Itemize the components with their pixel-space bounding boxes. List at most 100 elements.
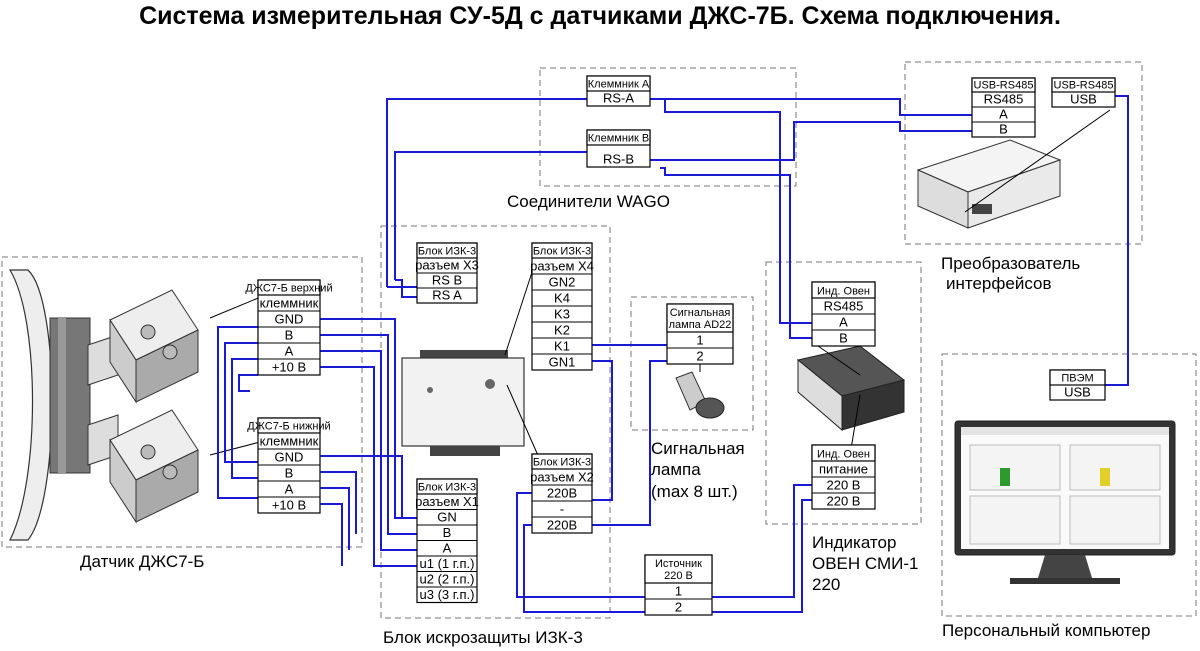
terminal-header-lamp-1: лампа AD22 xyxy=(669,319,732,331)
terminal-row-izkX2-3: 220В xyxy=(547,518,577,533)
indicator-frame xyxy=(765,261,922,525)
terminal-row-usb485a-2: B xyxy=(999,122,1008,137)
indicator-caption-3: 220 xyxy=(812,575,840,594)
sensor-frame xyxy=(1,256,363,548)
terminal-row-djsTop-3: A xyxy=(285,344,294,359)
terminal-row-izkX2-0: разъем Х2 xyxy=(530,470,594,485)
terminal-row-lamp-0: 1 xyxy=(696,333,703,348)
terminal-row-source-1: 2 xyxy=(675,600,682,615)
pc-caption: Персональный компьютер xyxy=(942,621,1150,640)
terminal-row-owenRS-1: A xyxy=(839,315,848,330)
lamp-caption-3: (max 8 шт.) xyxy=(651,482,738,501)
terminal-row-izkX3-0: разъем Х3 xyxy=(415,258,479,273)
terminal-row-izkX1-0: разъем Х1 xyxy=(415,494,479,509)
pc-picture xyxy=(954,420,1176,584)
terminal-header-izkX4: Блок ИЗК-3 xyxy=(533,246,591,258)
terminal-header-owenPow: Инд. Овен xyxy=(817,449,870,461)
terminal-row-izkX1-4: u1 (1 г.п.) xyxy=(420,556,475,571)
indicator-picture xyxy=(796,345,906,432)
terminal-header-izkX3: Блок ИЗК-3 xyxy=(418,246,476,258)
terminal-row-djsBot-2: B xyxy=(285,466,294,481)
izk-caption: Блок искрозащиты ИЗК-3 xyxy=(383,628,583,647)
wago-frame xyxy=(539,67,797,187)
terminal-klemmA: Клеммник АRS-A xyxy=(586,75,651,107)
terminal-header-izkX2: Блок ИЗК-3 xyxy=(533,457,591,469)
terminal-row-izkX4-3: K3 xyxy=(554,307,570,322)
terminal-header-lamp-0: Сигнальная xyxy=(670,307,731,319)
terminal-row-izkX4-0: разъем Х4 xyxy=(530,259,594,274)
lamp-caption-1: Сигнальная xyxy=(651,439,745,458)
terminal-header-klemmA: Клеммник А xyxy=(588,79,650,91)
izk-picture xyxy=(401,350,525,456)
sensor-caption: Датчик ДЖС7-Б xyxy=(80,552,204,571)
terminal-row-izkX3-1: RS B xyxy=(432,273,462,288)
lamp-frame xyxy=(630,296,754,431)
wago-caption: Соединители WAGO xyxy=(507,192,670,211)
terminal-row-izkX1-3: A xyxy=(443,541,452,556)
terminal-header-pvem: ПВЭМ xyxy=(1061,373,1093,385)
terminal-row-djsBot-1: GND xyxy=(275,450,304,465)
terminal-row-klemmA-0: RS-A xyxy=(603,91,634,106)
terminal-row-owenRS-0: RS485 xyxy=(824,299,864,314)
terminal-row-djsBot-0: клеммник xyxy=(260,434,319,449)
terminal-row-djsBot-4: +10 В xyxy=(272,498,306,513)
terminal-row-izkX4-5: K1 xyxy=(554,339,570,354)
terminal-row-owenPow-0: питание xyxy=(819,462,868,477)
terminal-row-lamp-1: 2 xyxy=(696,349,703,364)
terminal-row-izkX4-1: GN2 xyxy=(549,275,576,290)
terminal-row-klemmB-0: RS-B xyxy=(603,152,634,167)
pc-frame xyxy=(941,353,1197,617)
diagram-title: Система измерительная СУ-5Д с датчиками … xyxy=(139,2,1061,30)
terminal-row-usb485a-1: A xyxy=(999,107,1008,122)
lamp-picture xyxy=(675,371,725,419)
indicator-caption-2: ОВЕН СМИ-1 xyxy=(812,554,918,573)
terminal-row-izkX3-2: RS A xyxy=(432,288,462,303)
terminal-row-izkX1-2: B xyxy=(443,525,452,540)
converter-picture xyxy=(916,139,1062,229)
terminal-row-owenRS-2: B xyxy=(839,331,848,346)
terminal-header-klemmB: Клеммник В xyxy=(588,133,650,145)
terminal-row-djsTop-0: клеммник xyxy=(260,296,319,311)
terminal-row-izkX2-1: 220В xyxy=(547,486,577,501)
converter-caption-2: интерфейсов xyxy=(946,274,1052,293)
wires xyxy=(217,95,1129,613)
converter-caption-1: Преобразователь xyxy=(941,254,1080,273)
terminal-klemmB: Клеммник В RS-B xyxy=(586,129,651,168)
terminal-row-owenPow-2: 220 В xyxy=(827,494,861,509)
terminal-row-izkX1-6: u3 (3 г.п.) xyxy=(420,587,475,602)
terminal-header-djsTop: ДЖС7-Б верхний xyxy=(245,283,332,295)
terminal-row-usb485a-0: RS485 xyxy=(984,92,1024,107)
terminal-row-source-0: 1 xyxy=(675,584,682,599)
terminal-row-djsTop-1: GND xyxy=(275,312,304,327)
terminal-header-izkX1: Блок ИЗК-3 xyxy=(418,482,476,494)
terminal-header-djsBot: ДЖС7-Б нижний xyxy=(247,421,330,433)
terminal-header-usb485b: USB-RS485 xyxy=(1054,80,1114,92)
indicator-caption-1: Индикатор xyxy=(812,533,896,552)
terminal-row-izkX1-5: u2 (2 г.п.) xyxy=(420,572,475,587)
terminal-row-djsBot-3: A xyxy=(285,482,294,497)
terminal-row-usb485b-0: USB xyxy=(1070,92,1097,107)
terminal-header-source-0: Источник xyxy=(655,558,702,570)
terminal-header-owenRS: Инд. Овен xyxy=(817,286,870,298)
terminal-row-izkX4-4: K2 xyxy=(554,323,570,338)
lamp-caption-2: лампа xyxy=(651,460,701,479)
terminal-row-djsTop-2: B xyxy=(285,328,294,343)
sensor-picture xyxy=(8,269,199,541)
terminal-row-pvem-0: USB xyxy=(1064,385,1091,400)
terminal-header-usb485a: USB-RS485 xyxy=(974,80,1034,92)
terminal-header-source-1: 220 В xyxy=(664,570,693,582)
terminal-row-izkX1-1: GN xyxy=(437,510,457,525)
